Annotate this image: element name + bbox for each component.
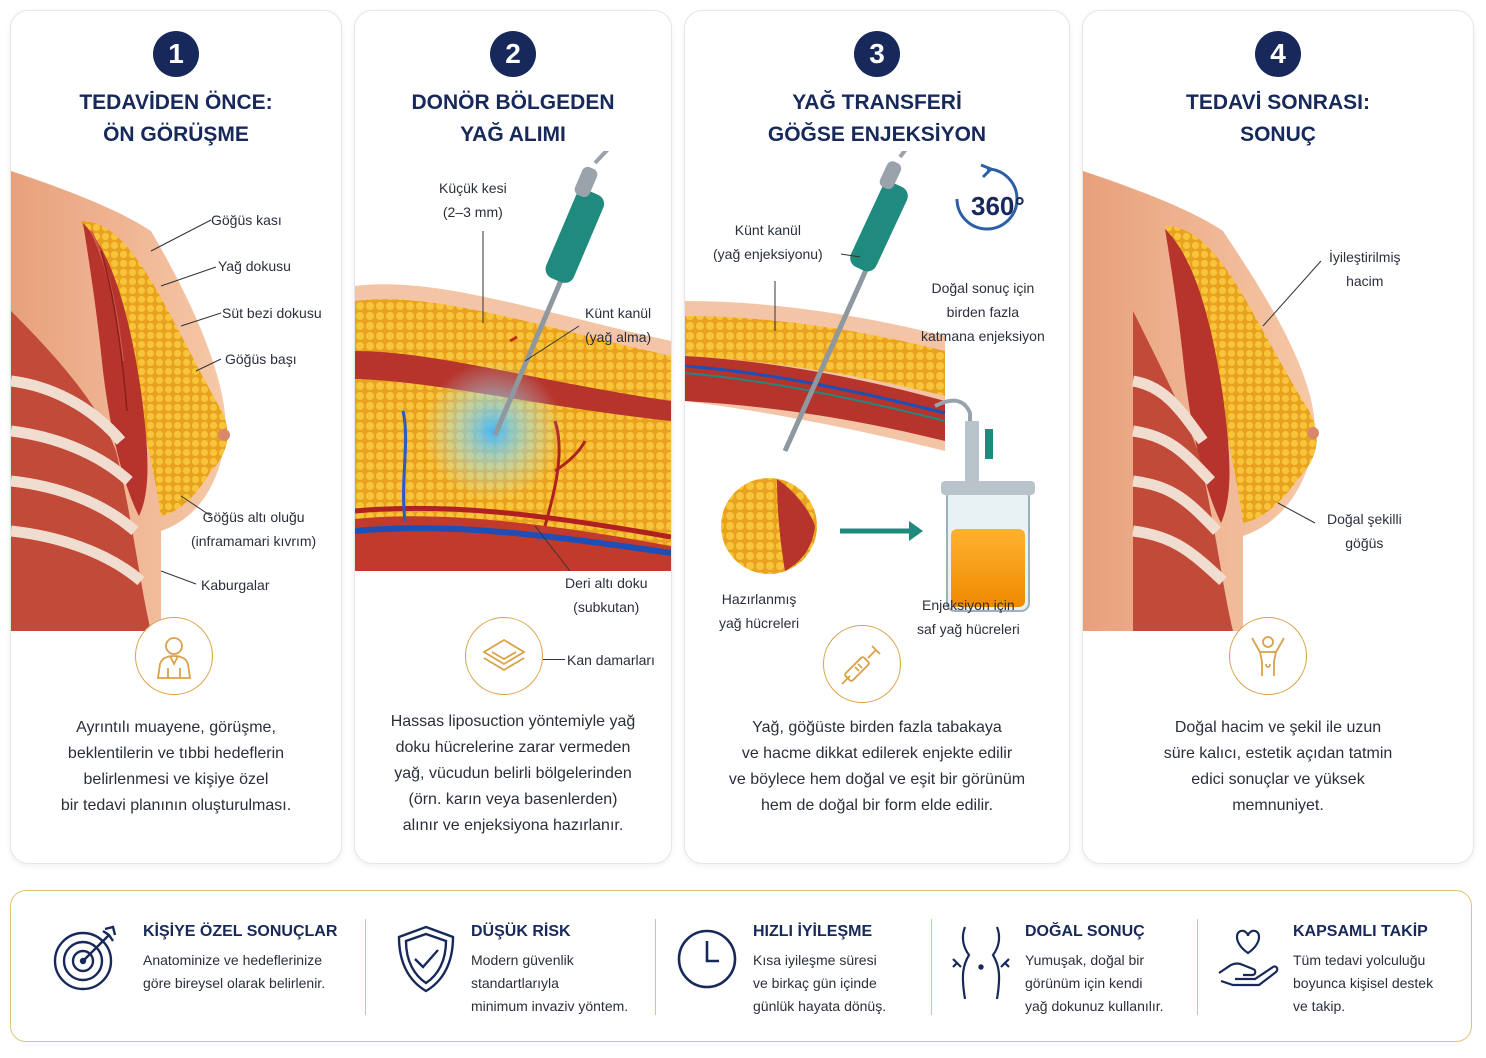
label-sut-bezi: Süt bezi dokusu [222,305,322,321]
feature-text: Kısa iyileşme süresi ve birkaç gün içind… [753,952,887,1014]
feature-dogal-sonuc: DOĞAL SONUÇ Yumuşak, doğal bir görünüm i… [951,913,1201,1023]
label-yag-dokusu: Yağ dokusu [218,258,291,274]
label-kucuk-kesi: Küçük kesi (2–3 mm) [439,180,507,220]
feature-title: KAPSAMLI TAKİP [1293,923,1428,940]
feature-kisiye-ozel: KİŞİYE ÖZEL SONUÇLAR Anatominize ve hede… [51,913,361,1023]
divider [931,919,932,1015]
step-number-badge: 2 [490,31,536,77]
label-kan-damarlari: Kan damarları [567,652,655,668]
clock-icon [677,929,737,989]
feature-title: DÜŞÜK RİSK [471,923,571,940]
label-hazirlanmis-yag: Hazırlanmış yağ hücreleri [719,591,800,631]
feature-text: Anatominize ve hedeflerinize göre bireys… [143,952,326,991]
shield-check-icon [397,925,455,993]
label-gogus-basi: Göğüs başı [225,351,297,367]
target-icon [53,925,117,991]
label-kaburgalar: Kaburgalar [201,577,270,593]
label-iyilestirilmis-hacim: İyileştirilmiş hacim [1329,249,1401,289]
layers-icon [465,617,543,695]
rib-cage [11,311,151,631]
feature-hizli-iyilesme: HIZLI İYİLEŞME Kısa iyileşme süresi ve b… [675,913,915,1023]
cannula-instrument [492,151,609,436]
step-number-badge: 3 [854,31,900,77]
divider [1197,919,1198,1015]
label-gogus-alti-olugu: Göğüs altı oluğu (inframamari kıvrım) [191,509,317,549]
label-gogus-kasi: Göğüs kası [211,212,282,228]
label-deri-alti-doku: Deri altı doku (subkutan) [565,575,648,615]
label-kunt-kanul-enjeksiyon: Künt kanül (yağ enjeksiyonu) [713,222,823,262]
feature-title: DOĞAL SONUÇ [1025,923,1145,940]
step-title: DONÖR BÖLGEDEN YAĞ ALIMI [411,91,615,146]
feature-text: Modern güvenlik standartlarıyla minimum … [471,952,629,1014]
step-description: Yağ, göğüste birden fazla tabakaya ve ha… [728,719,1026,814]
liposuction-illustration [355,151,671,572]
step-description: Hassas liposuction yöntemiyle yağ doku h… [390,713,636,834]
feature-title: HIZLI İYİLEŞME [753,923,873,940]
benefits-bar: KİŞİYE ÖZEL SONUÇLAR Anatominize ve hede… [10,890,1472,1042]
body-silhouette-icon [952,926,1010,1000]
step-card-1: 1 TEDAVİDEN ÖNCE: ÖN GÖRÜŞME [10,10,342,864]
prepared-fat-cells-circle [721,478,817,574]
label-dogal-sonuc-katman: Doğal sonuç için birden fazla katmana en… [921,280,1045,344]
rib-cage [1131,311,1233,631]
step-card-2: 2 DONÖR BÖLGEDEN YAĞ ALIMI [354,10,672,864]
label-kunt-kanul: Künt kanül (yağ alma) [585,305,652,345]
step-card-4: 4 TEDAVİ SONRASI: SONUÇ İyileştir [1082,10,1474,864]
step-description: Doğal hacim ve şekil ile uzun süre kalıc… [1163,719,1393,814]
divider [365,919,366,1015]
heart-hand-icon [1218,929,1279,987]
label-saf-yag: Enjeksiyon için saf yağ hücreleri [917,597,1020,637]
divider [655,919,656,1015]
result-anatomy-illustration [1083,171,1322,631]
step-title: YAĞ TRANSFERİ GÖĞSE ENJEKSİYON [767,91,987,146]
badge-360: 360° [971,191,1025,221]
step-number-badge: 1 [153,31,199,77]
fat-transfer-illustration [685,151,1035,612]
injection-cannula [782,151,908,453]
feature-title: KİŞİYE ÖZEL SONUÇLAR [143,923,338,940]
step-title: TEDAVİ SONRASI: SONUÇ [1186,91,1370,146]
breast-anatomy-illustration [11,171,230,631]
step-description: Ayrıntılı muayene, görüşme, beklentileri… [60,719,292,814]
feature-dusuk-risk: DÜŞÜK RİSK Modern güvenlik standartlarıy… [395,913,655,1023]
feature-text: Tüm tedavi yolculuğu boyunca kişisel des… [1293,952,1434,1014]
step-number-badge: 4 [1255,31,1301,77]
fat-collection-jar [941,421,1035,612]
step-card-3: 3 YAĞ TRANSFERİ GÖĞSE ENJEKSİYON [684,10,1070,864]
happy-person-icon [1229,617,1307,695]
feature-text: Yumuşak, doğal bir görünüm için kendi ya… [1025,952,1164,1014]
person-icon [135,617,213,695]
syringe-icon [823,625,901,703]
step-title: TEDAVİDEN ÖNCE: ÖN GÖRÜŞME [79,91,273,146]
feature-kapsamli-takip: KAPSAMLI TAKİP Tüm tedavi yolculuğu boyu… [1215,913,1465,1023]
leader-line [543,659,565,660]
label-dogal-sekilli: Doğal şekilli göğüs [1327,511,1402,551]
